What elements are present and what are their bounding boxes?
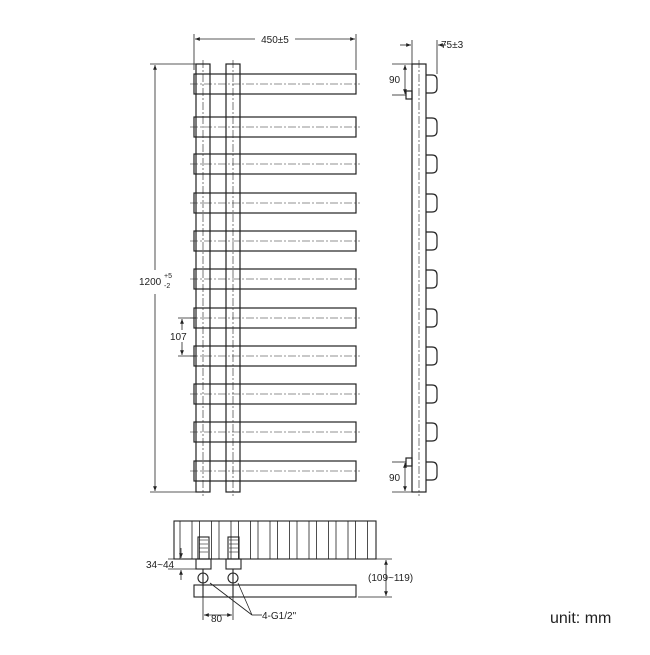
wall-gap-label: (109~119) [368, 573, 413, 584]
thread-spec-label: 4-G1/2" [262, 611, 297, 622]
width-label-fg: 450±5 [261, 35, 289, 46]
bottom-wall-bracket [405, 457, 413, 467]
plan-rail-outlines [173, 520, 377, 560]
plan-bottom-rail [193, 584, 357, 598]
side-rail-cap [426, 231, 438, 251]
side-rail-caps [426, 74, 438, 481]
side-rail-cap [426, 269, 438, 289]
depth-dimension [400, 40, 446, 74]
wall-gap-dimension [358, 558, 392, 598]
side-rail-cap [426, 308, 438, 328]
plan-rail-slot [277, 521, 290, 559]
plan-rail-slot [179, 521, 193, 559]
valve-height-dimension [168, 548, 196, 580]
top-wall-bracket [405, 90, 413, 100]
depth-label: 75±3 [441, 40, 464, 51]
plan-rail-slot [257, 521, 271, 559]
height-label: 1200 [139, 277, 162, 288]
plan-rail-envelope [173, 520, 377, 560]
right-valve [225, 536, 242, 597]
front-view [190, 60, 360, 496]
thread-leader [209, 582, 262, 616]
top-offset-label: 90 [389, 75, 401, 86]
plan-rail-slot [355, 521, 368, 559]
side-rail-cap [426, 422, 438, 442]
side-rail-cap [426, 193, 438, 213]
height-tolerance-minus: -2 [164, 283, 170, 290]
height-tolerance-plus: +5 [164, 273, 172, 280]
bottom-offset-label: 90 [389, 473, 401, 484]
rails-group [190, 73, 360, 482]
plan-view [173, 520, 377, 598]
plan-rail-slot [335, 521, 349, 559]
side-rail-cap [426, 346, 438, 366]
plan-rail-slot [296, 521, 310, 559]
rail-spacing-label: 107 [170, 332, 187, 343]
side-rail-cap [426, 384, 438, 404]
side-rail-cap [426, 154, 438, 174]
plan-rail-slot [238, 521, 251, 559]
bottom-offset-dimension [392, 461, 412, 493]
plan-rail-slot [316, 521, 329, 559]
side-rail-cap [426, 74, 438, 94]
side-view [405, 60, 438, 496]
valve-height-label: 34~44 [146, 560, 175, 571]
top-offset-dimension [392, 63, 412, 96]
side-rail-cap [426, 461, 438, 481]
left-valve [195, 536, 212, 597]
unit-label: unit: mm [550, 610, 611, 627]
pipe-centers-label: 80 [211, 614, 223, 625]
side-rail-cap [426, 117, 438, 137]
